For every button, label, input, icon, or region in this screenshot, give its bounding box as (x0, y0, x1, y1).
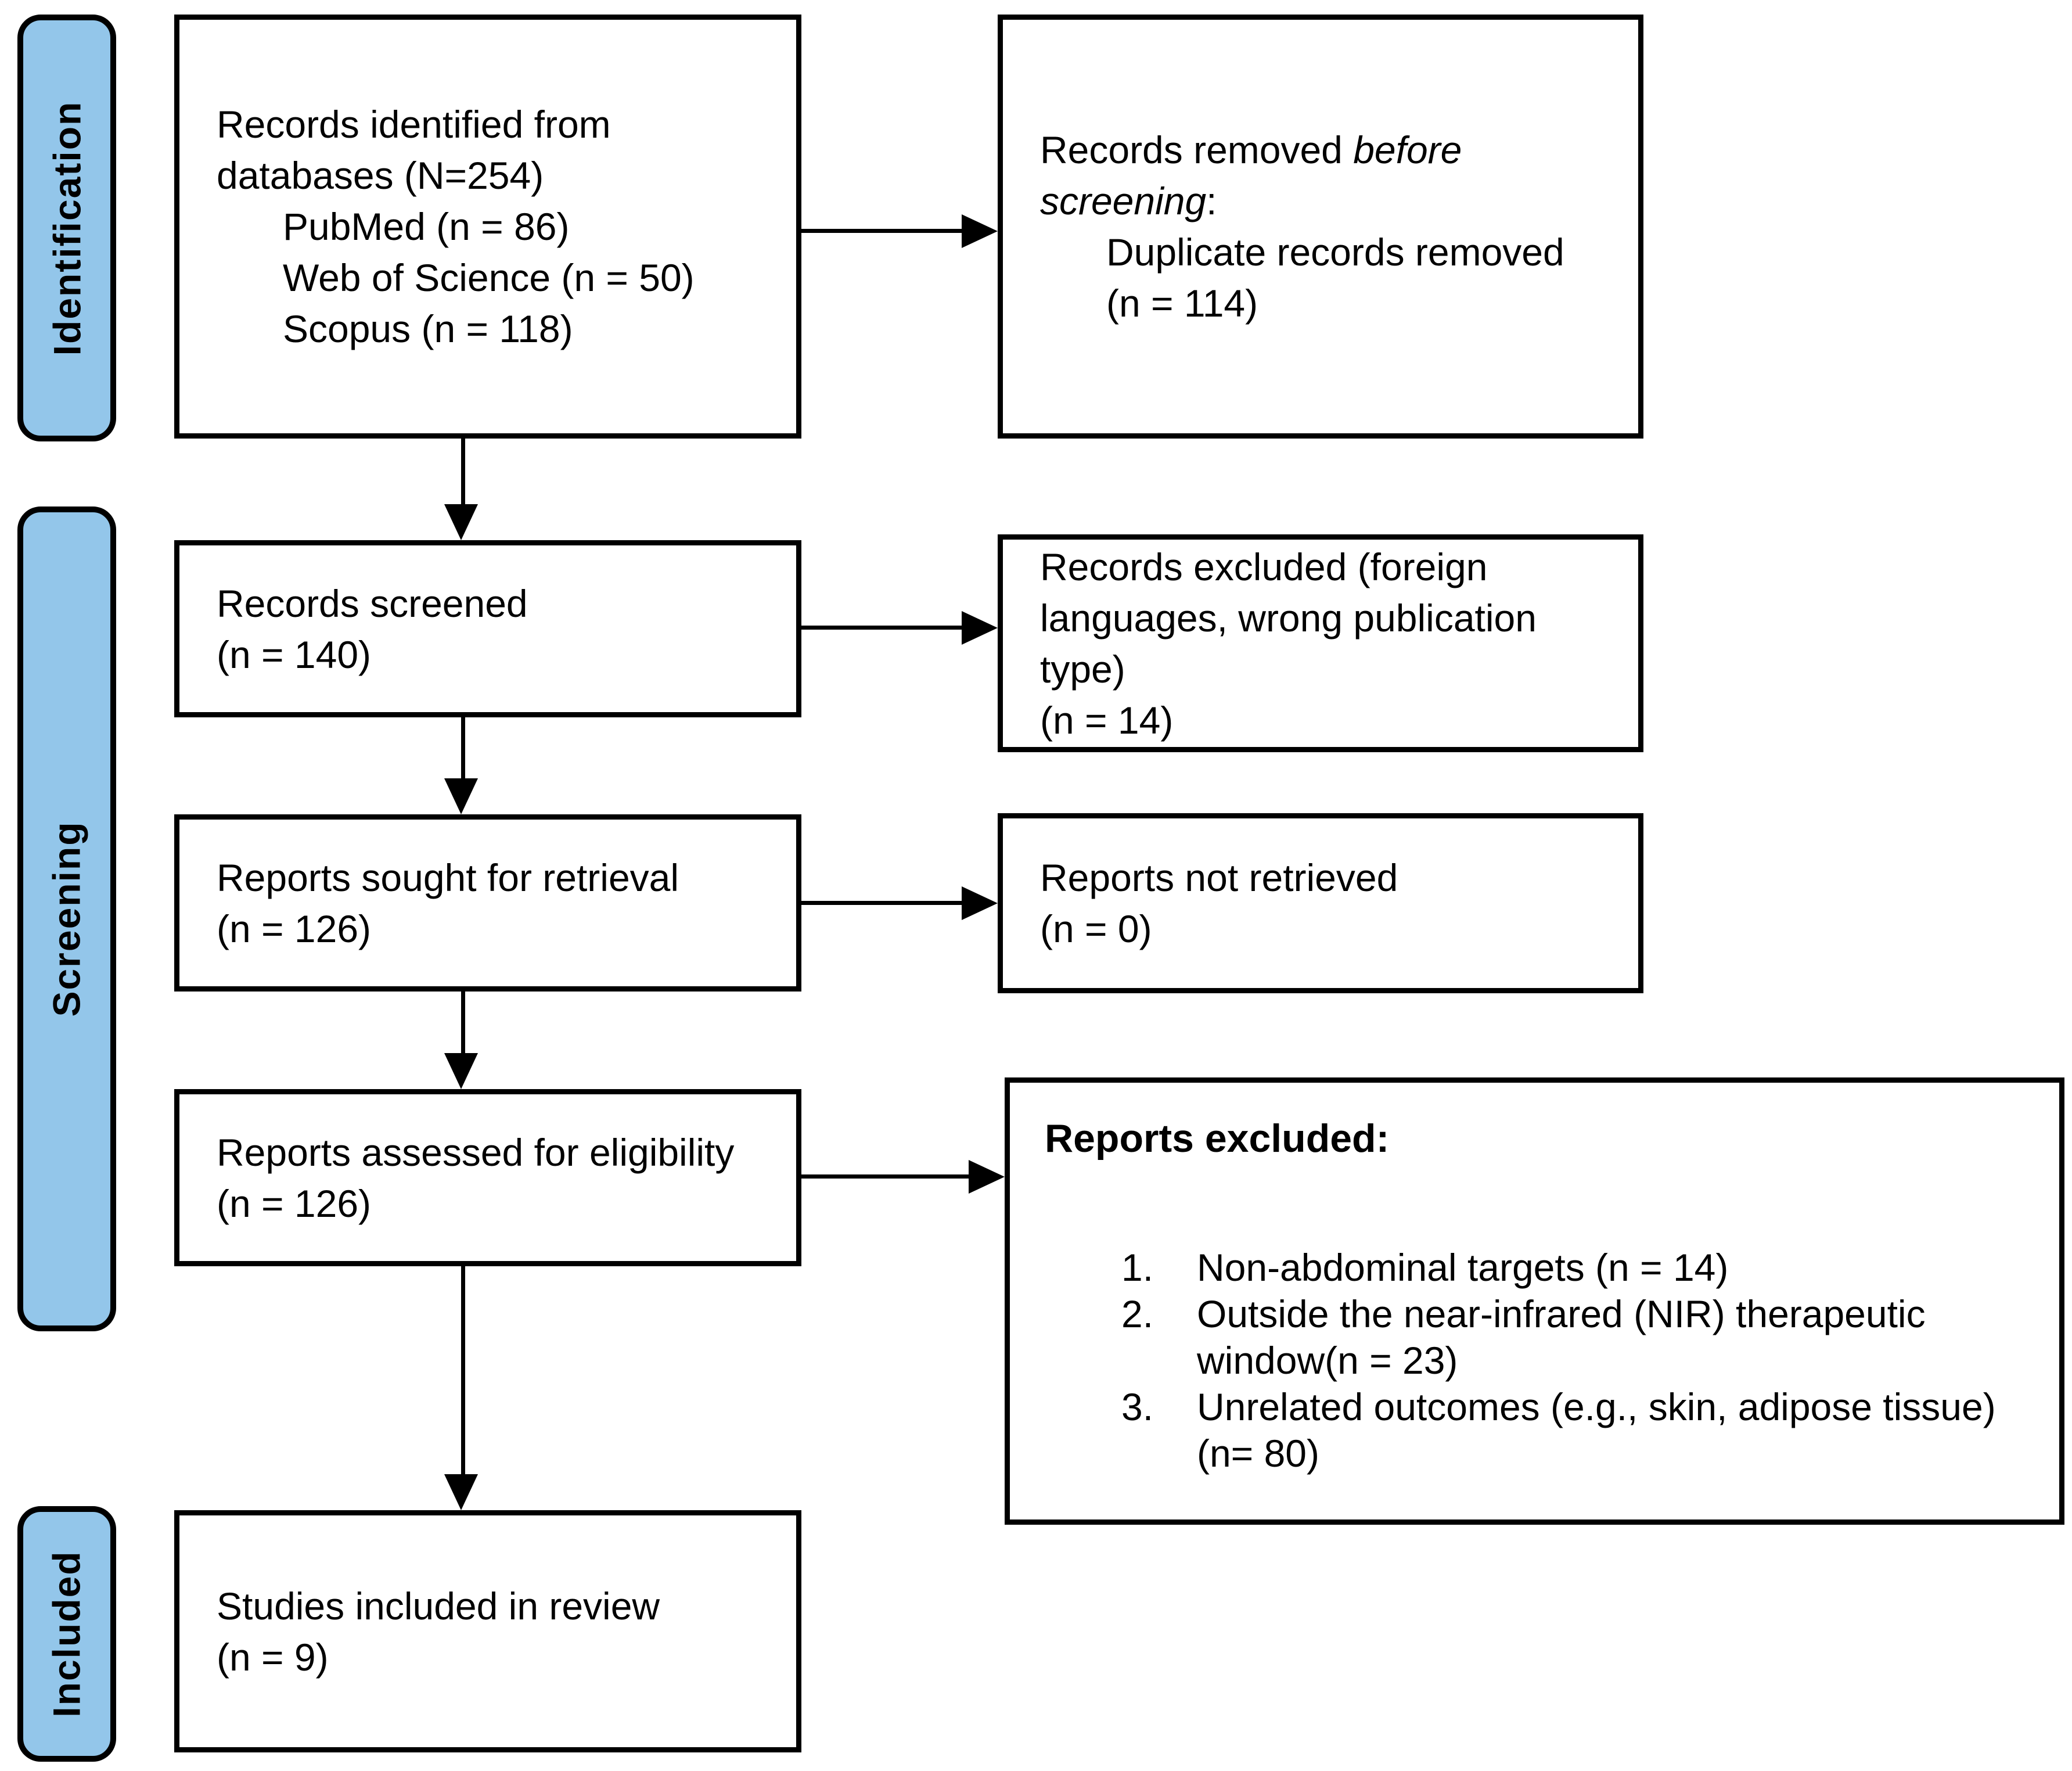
text-line: PubMed (n = 86) (283, 205, 570, 248)
arrow-identified-to-removed-head (962, 214, 998, 248)
stage-bar-included: Included (17, 1506, 116, 1762)
text-line: Scopus (n = 118) (283, 307, 573, 350)
box-records-identified: Records identified from databases (N=254)… (174, 15, 801, 439)
stage-label-screening: Screening (45, 821, 89, 1017)
list-item-line: (n= 80) (1197, 1432, 1319, 1475)
text-line: (n = 126) (217, 907, 371, 950)
arrow-assessed-to-included-head (444, 1474, 478, 1510)
arrow-screened-to-excluded-shaft (801, 626, 963, 630)
text-line: Duplicate records removed (1106, 231, 1564, 274)
arrow-identified-to-screened-head (444, 504, 478, 540)
text-line: type) (1040, 647, 1125, 691)
reports-excluded-list: 1.Non-abdominal targets (n = 14)2.Outsid… (1010, 1244, 2059, 1477)
arrow-screened-to-sought-head (444, 778, 478, 814)
list-item-line: 1.Non-abdominal targets (n = 14) (1121, 1246, 1729, 1289)
text-line: (n = 9) (217, 1635, 329, 1679)
arrow-screened-to-excluded-head (962, 611, 998, 645)
box-studies-included-in-review: Studies included in review (n = 9) (174, 1510, 801, 1752)
box-records-excluded: Records excluded (foreign languages, wron… (998, 534, 1643, 752)
arrow-screened-to-sought-shaft (461, 717, 465, 780)
text-line: (n = 114) (1106, 282, 1258, 325)
text-line: Records identified from (217, 103, 611, 146)
list-item-line: 2.Outside the near-infrared (NIR) therap… (1121, 1292, 1926, 1335)
text-line: Reports assessed for eligibility (217, 1130, 735, 1174)
text-line: Studies included in review (217, 1584, 660, 1628)
text-line: (n = 0) (1040, 907, 1152, 950)
arrow-identified-to-screened-shaft (461, 439, 465, 507)
arrow-sought-to-notretrieved-head (962, 886, 998, 920)
text-line: (n = 126) (217, 1181, 371, 1225)
arrow-assessed-to-included-shaft (461, 1266, 465, 1475)
text-line: Records screened (217, 581, 528, 625)
text-line: (n = 14) (1040, 698, 1174, 742)
text-line: Records excluded (foreign (1040, 545, 1488, 588)
list-item-line: window(n = 23) (1197, 1339, 1458, 1382)
text-line: Web of Science (n = 50) (283, 256, 695, 299)
stage-bar-screening: Screening (17, 506, 116, 1331)
stage-label-identification: Identification (45, 100, 89, 355)
arrow-sought-to-notretrieved-shaft (801, 901, 963, 905)
box-reports-assessed-for-eligibility: Reports assessed for eligibility (n = 126… (174, 1089, 801, 1266)
arrow-assessed-to-excluded-head (969, 1160, 1005, 1194)
box-reports-excluded: Reports excluded: 1.Non-abdominal target… (1005, 1077, 2064, 1525)
list-item-line: 3.Unrelated outcomes (e.g., skin, adipos… (1121, 1385, 1996, 1428)
box-reports-sought-for-retrieval: Reports sought for retrieval (n = 126) (174, 814, 801, 992)
reports-excluded-title: Reports excluded: (1045, 1116, 1390, 1161)
text-line: screening: (1040, 179, 1217, 222)
text-line: languages, wrong publication (1040, 596, 1537, 640)
arrow-sought-to-assessed-head (444, 1053, 478, 1089)
text-line: Reports sought for retrieval (217, 856, 679, 899)
arrow-sought-to-assessed-shaft (461, 992, 465, 1054)
arrow-assessed-to-excluded-shaft (801, 1174, 970, 1179)
text-line: Records removed before (1040, 128, 1462, 171)
stage-bar-identification: Identification (17, 15, 116, 441)
arrow-identified-to-removed-shaft (801, 229, 963, 233)
stage-label-included: Included (45, 1550, 89, 1718)
text-line: (n = 140) (217, 633, 371, 676)
text-line: databases (N=254) (217, 154, 544, 197)
box-records-removed-before-screening: Records removed before screening: Duplicat… (998, 15, 1643, 439)
text-line: Reports not retrieved (1040, 856, 1398, 899)
box-reports-not-retrieved: Reports not retrieved (n = 0) (998, 813, 1643, 993)
box-records-screened: Records screened (n = 140) (174, 540, 801, 717)
